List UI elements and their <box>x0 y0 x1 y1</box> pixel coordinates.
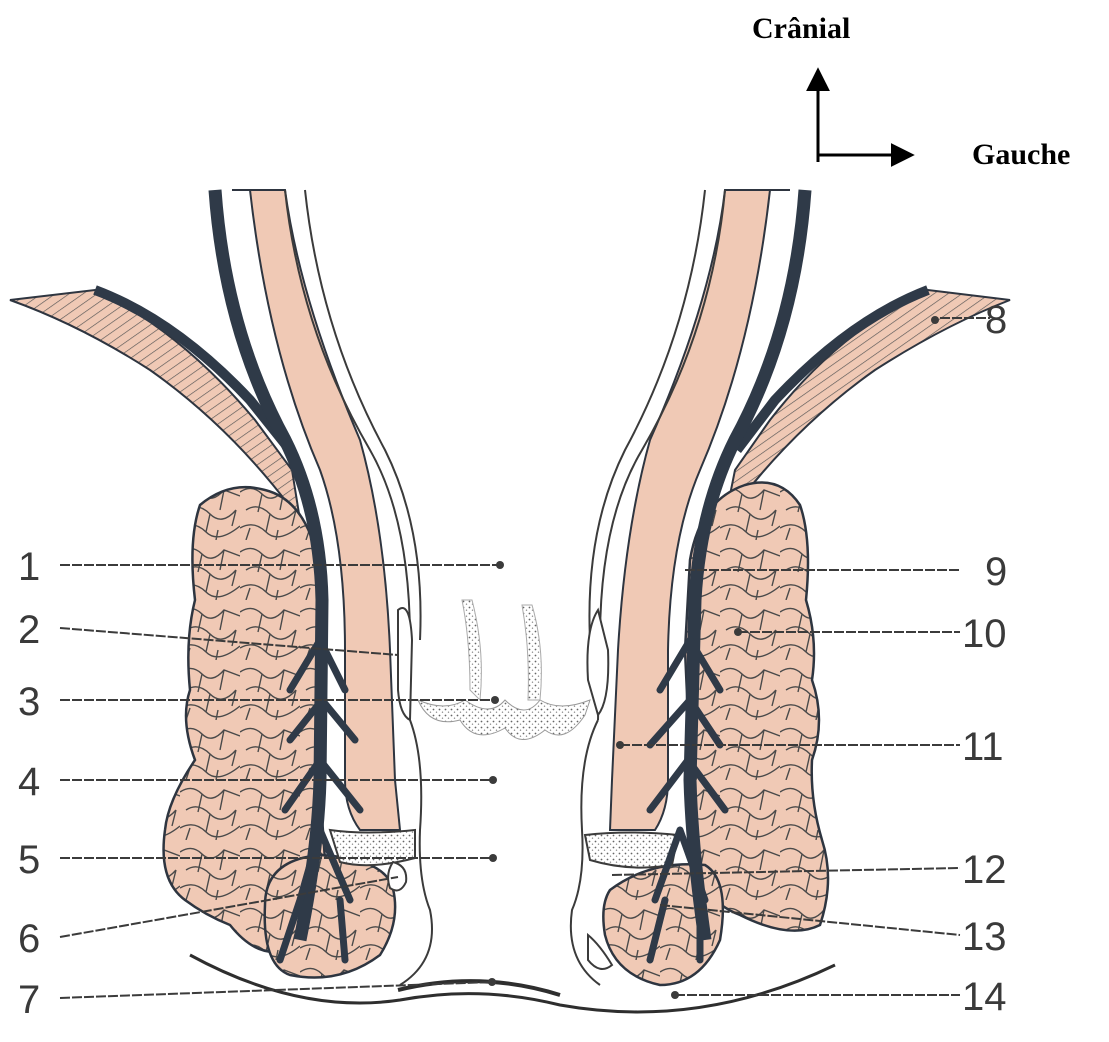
callout-14: 14 <box>962 975 1007 1019</box>
leader-10-dot <box>734 628 742 636</box>
anal-papillae <box>462 600 541 700</box>
callout-7: 7 <box>18 978 40 1022</box>
orientation-indicator: Crânial Gauche <box>752 12 1070 171</box>
callout-2: 2 <box>18 608 40 652</box>
callout-numbers: 1 2 3 4 5 6 7 8 9 10 11 12 13 14 <box>18 298 1007 1022</box>
left-side-structures <box>571 190 1010 985</box>
leader-4-dot <box>489 776 497 784</box>
internal-sphincter-right <box>330 830 415 865</box>
leader-7-dot <box>488 978 496 986</box>
leader-14-dot <box>671 991 679 999</box>
external-sphincter-subcutaneous-right <box>265 855 395 978</box>
callout-9: 9 <box>985 550 1007 594</box>
callout-10: 10 <box>962 612 1007 656</box>
callout-11: 11 <box>962 725 1004 769</box>
anal-column-right <box>398 608 412 720</box>
callout-3: 3 <box>18 680 40 724</box>
callout-12: 12 <box>962 848 1007 892</box>
internal-sphincter-left <box>585 833 678 868</box>
callout-5: 5 <box>18 838 40 882</box>
anal-valve-folds <box>418 700 590 740</box>
right-side-structures <box>10 190 432 985</box>
callout-8: 8 <box>985 298 1007 342</box>
leader-11-dot <box>616 741 624 749</box>
leader-3-dot <box>491 696 499 704</box>
callout-13: 13 <box>962 915 1007 959</box>
cranial-label: Crânial <box>752 12 850 45</box>
left-label: Gauche <box>972 138 1070 171</box>
leader-1-dot <box>496 561 504 569</box>
callout-1: 1 <box>18 545 40 589</box>
leader-8-dot <box>931 316 939 324</box>
leader-5-dot <box>489 854 497 862</box>
callout-4: 4 <box>18 760 40 804</box>
callout-6: 6 <box>18 917 40 961</box>
anal-valves <box>418 600 590 740</box>
